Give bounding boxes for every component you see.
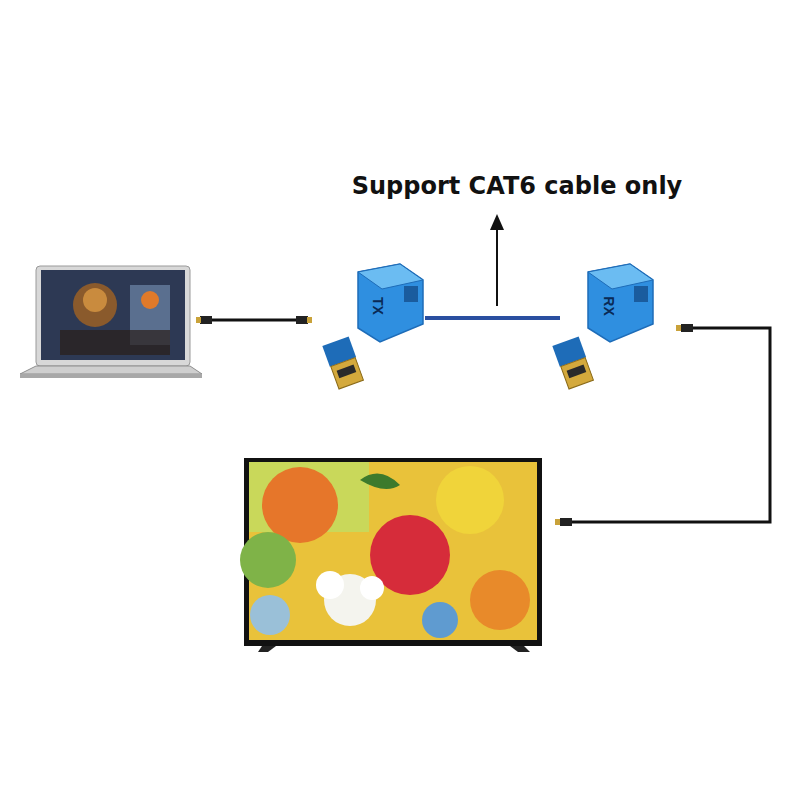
adapter-label: TX	[370, 297, 386, 315]
adapter-label: RX	[600, 296, 616, 315]
laptop-figure	[20, 266, 202, 378]
hdmi-cable	[555, 324, 770, 526]
leader-arrow	[490, 214, 504, 306]
cat6-cable	[425, 316, 560, 320]
hdmi-cable	[196, 316, 312, 324]
hdmi-plug	[322, 337, 364, 390]
adapter-box: TX	[330, 262, 425, 357]
adapter-box: RX	[560, 262, 655, 357]
note-label: Support CAT6 cable only	[352, 172, 683, 200]
tv-figure	[240, 458, 542, 652]
hdmi-plug	[552, 337, 594, 390]
